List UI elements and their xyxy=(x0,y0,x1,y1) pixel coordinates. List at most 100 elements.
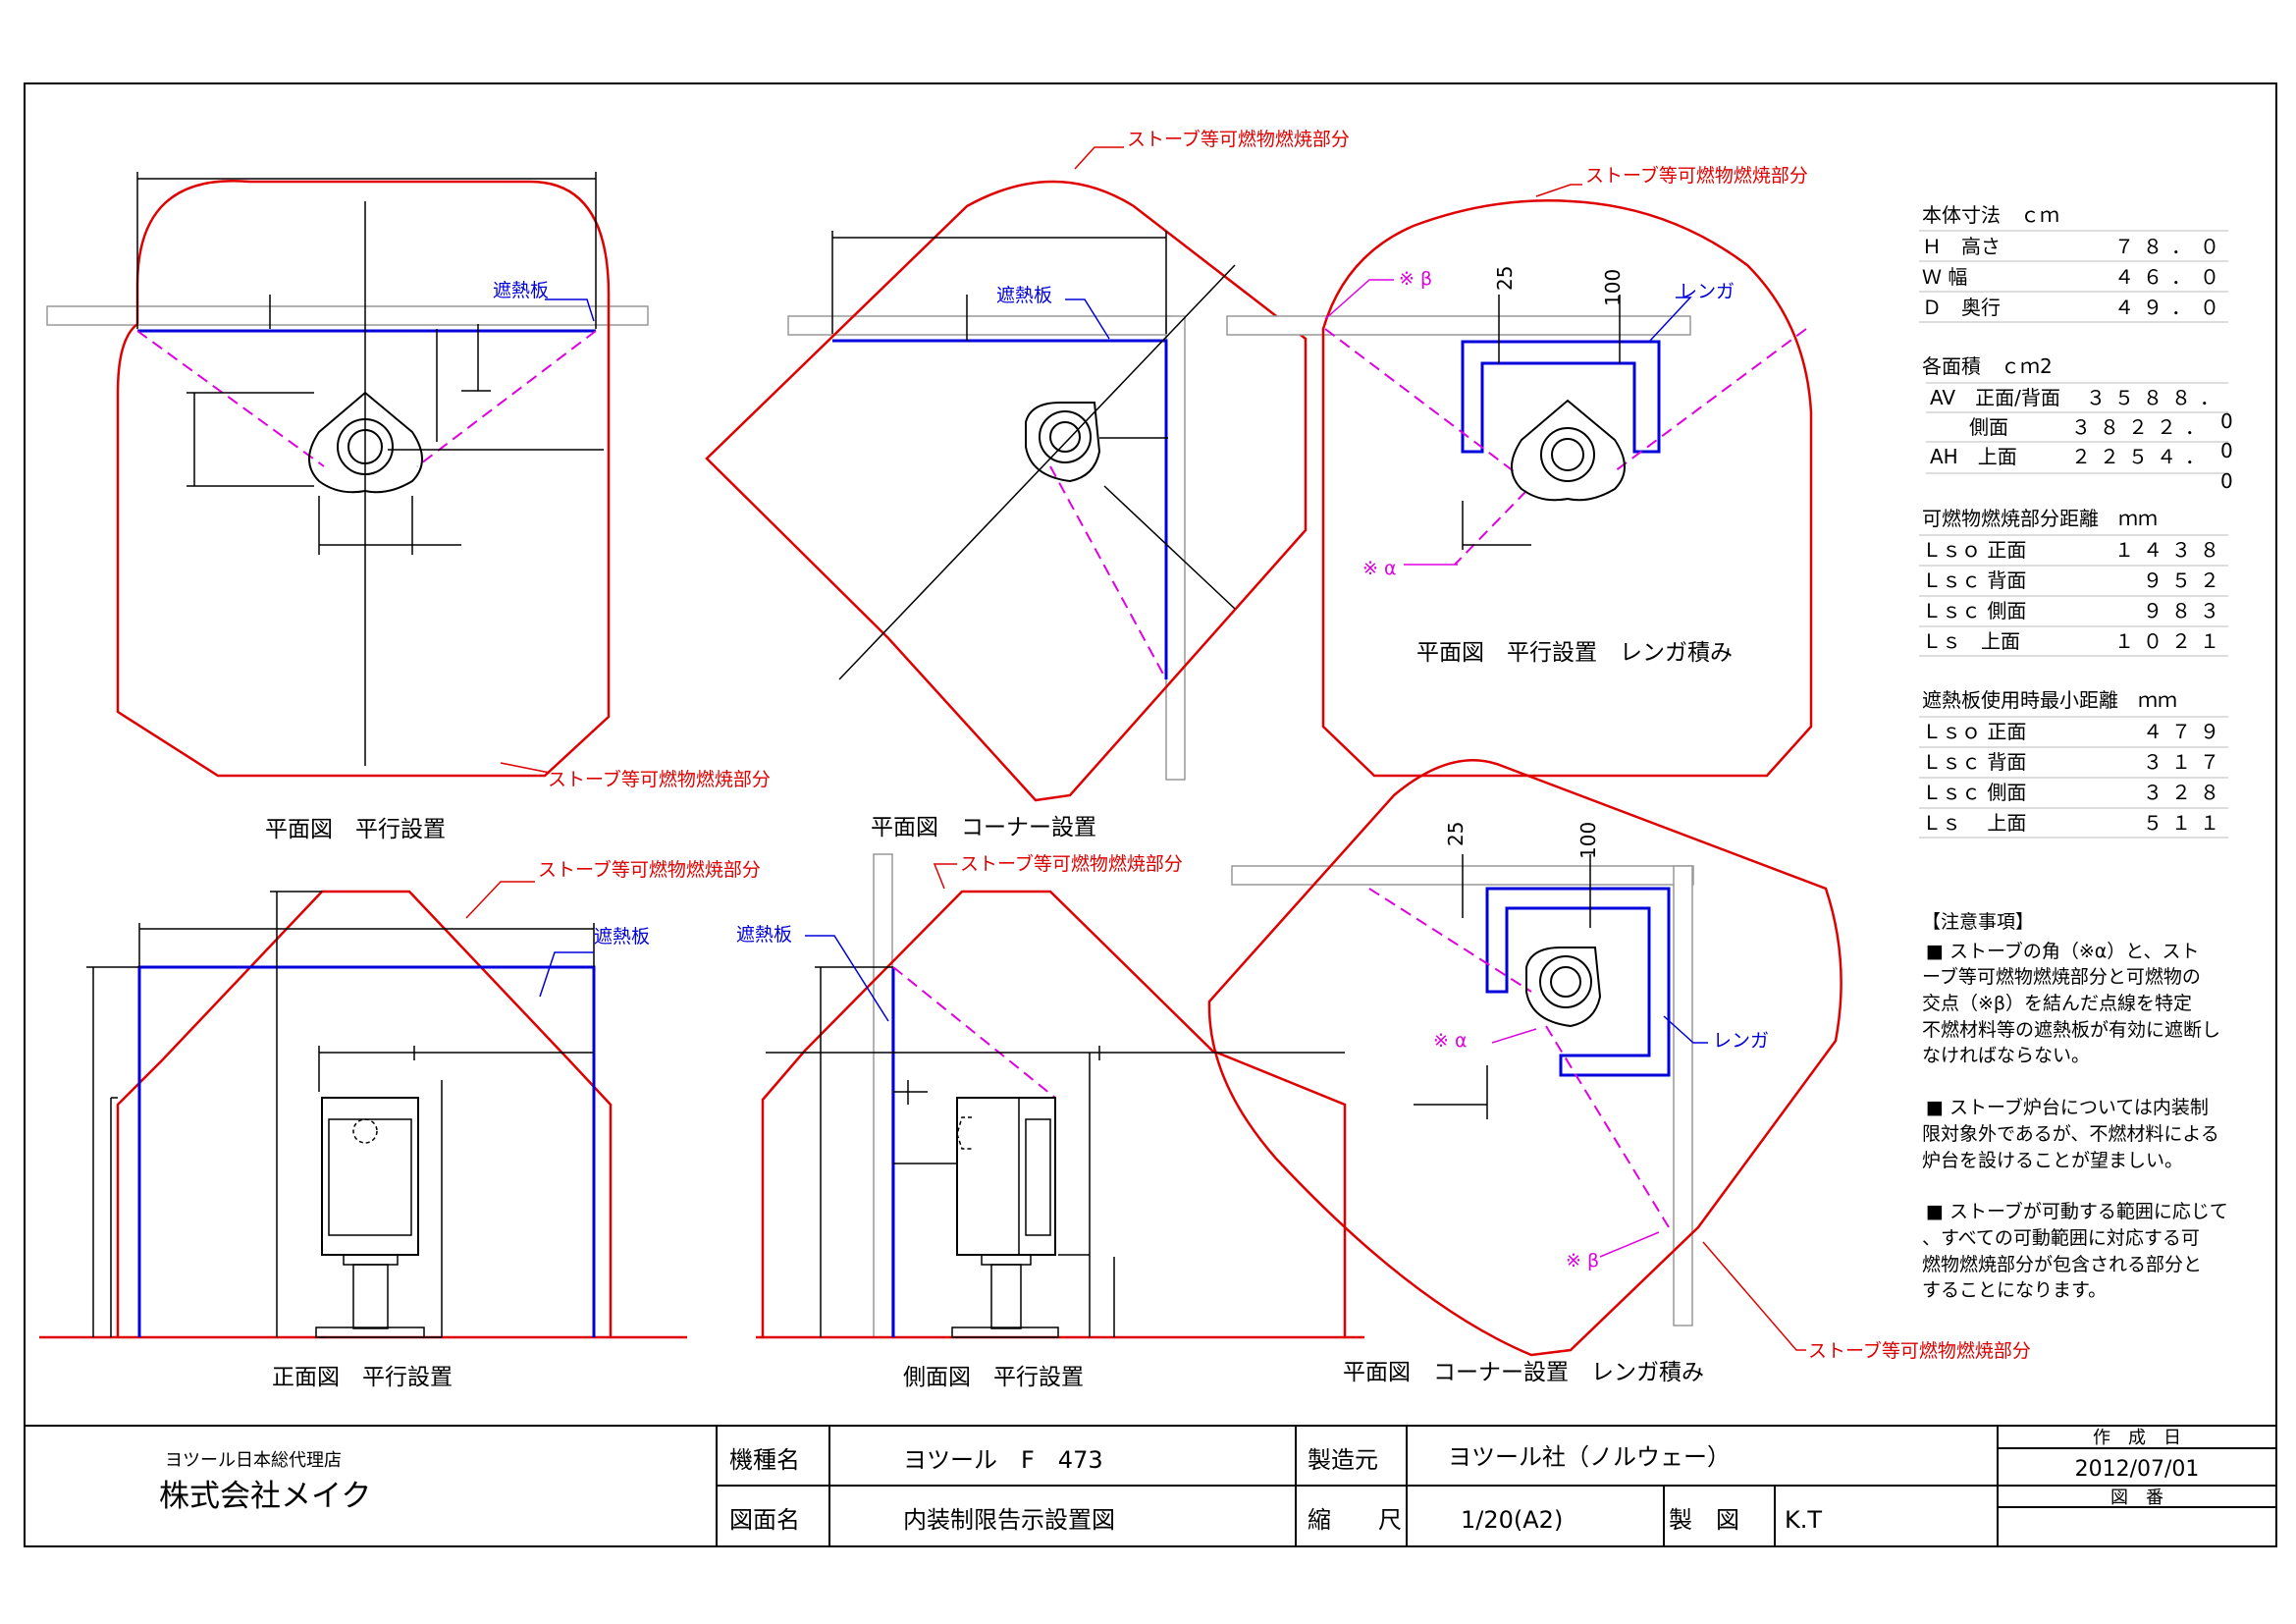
spec-row-label: AV 正面/背面 xyxy=(1930,386,2060,409)
combustible-label: ストーブ等可燃物燃焼部分 xyxy=(960,852,1183,875)
spec-row-value: ４６．０ xyxy=(2114,265,2228,289)
shield-label: 遮熱板 xyxy=(736,924,792,946)
caption-plan-parallel: 平面図 平行設置 xyxy=(265,817,446,842)
alpha-label: ※ α xyxy=(1362,558,1396,579)
dim-100: 100 xyxy=(1576,822,1600,859)
combustible-zone xyxy=(705,180,1308,802)
spec-row-value: ３８２２． xyxy=(2071,415,2214,439)
sheet-border xyxy=(24,82,2277,1547)
spec-shield-min: 遮熱板使用時最小距離 ｍｍ Ｌｓｏ 正面 ４７９ Ｌｓｃ 背面 ３１７ Ｌｓｃ … xyxy=(1922,688,2228,835)
spec-row-value: ３１７ xyxy=(2143,750,2228,774)
beta-label: ※ β xyxy=(1566,1250,1599,1272)
combustible-label: ストーブ等可燃物燃焼部分 xyxy=(1808,1339,2031,1362)
spec-row-label: AH 上面 xyxy=(1930,445,2017,468)
wall xyxy=(1226,315,1691,336)
spec-tail-zero: 0 xyxy=(2220,469,2233,493)
combustible-label: ストーブ等可燃物燃焼部分 xyxy=(538,858,761,881)
combustible-zone xyxy=(116,179,611,778)
shield-label: 遮熱板 xyxy=(996,285,1052,306)
brick-label: レンガ xyxy=(1713,1030,1769,1052)
combustible-zone xyxy=(1321,199,1813,778)
note-line: 不燃材料等の遮熱板が有効に遮断し xyxy=(1922,1019,2220,1041)
spec-row-value: ３５８８． xyxy=(2086,386,2228,409)
note-line: ーブ等可燃物燃焼部分と可燃物の xyxy=(1922,965,2201,988)
view-plan-corner-brick: 25 100 ストーブ等可燃物燃焼部分 レンガ ※ α ※ β 平面図 コーナー… xyxy=(1207,759,2031,1385)
stove-box xyxy=(321,1097,419,1256)
view-plan-corner: ストーブ等可燃物燃焼部分 遮熱板 平面図 コーナー設置 xyxy=(705,128,1350,840)
view-plan-parallel-brick: 25 100 ストーブ等可燃物燃焼部分 レンガ ※ β ※ α 平面図 平行設置… xyxy=(1226,164,1813,778)
view-front-parallel: ストーブ等可燃物燃焼部分 遮熱板 正面図 平行設置 xyxy=(39,858,761,1390)
spec-row-value: １０２１ xyxy=(2114,629,2228,653)
spec-row-label: Ｌｓｏ 正面 xyxy=(1922,538,2026,562)
note-line: ■ ストーブが可動する範囲に応じて xyxy=(1926,1200,2228,1222)
combustible-label: ストーブ等可燃物燃焼部分 xyxy=(548,768,771,790)
note-line: 炉台を設けることが望ましい。 xyxy=(1922,1150,2183,1171)
drawing-no-label: 図 番 xyxy=(2110,1488,2163,1508)
spec-tail-zero: 0 xyxy=(2220,439,2233,462)
spec-row-value: ９８３ xyxy=(2143,599,2228,623)
alpha-beta-line-l xyxy=(136,330,325,467)
beta-label: ※ β xyxy=(1399,268,1432,290)
stove-body xyxy=(1025,402,1101,483)
notes-title: 【注意事項】 xyxy=(1922,911,2034,933)
combustible-label: ストーブ等可燃物燃焼部分 xyxy=(1585,164,1808,187)
spec-row-label: Ｌｓ 上面 xyxy=(1922,629,2020,653)
spec-area-title: 各面積 ｃｍ2 xyxy=(1922,354,2053,378)
note-line: 限対象外であるが、不燃材料による xyxy=(1922,1123,2219,1145)
spec-row-label: Ｄ 奥行 xyxy=(1922,296,2001,319)
alpha-beta-line-r xyxy=(416,330,597,467)
maker-value: ヨツール社（ノルウェー） xyxy=(1448,1443,1731,1471)
date-label: 作 成 日 xyxy=(2093,1428,2181,1448)
spec-tail-zero: 0 xyxy=(2220,409,2233,433)
caption-front-parallel: 正面図 平行設置 xyxy=(272,1365,453,1390)
title-block xyxy=(25,1425,2276,1546)
stove-box xyxy=(956,1097,1056,1256)
note-line: 燃物燃焼部分が包含される部分と xyxy=(1922,1254,2202,1275)
spec-row-label: Ｌｓｏ 正面 xyxy=(1922,720,2026,743)
spec-area: 各面積 ｃｍ2 AV 正面/背面 ３５８８． 側面 ３８２２． AH 上面 ２２… xyxy=(1922,354,2233,493)
view-plan-parallel: ストーブ等可燃物燃焼部分 遮熱板 平面図 平行設置 xyxy=(46,172,771,842)
dim-100: 100 xyxy=(1601,269,1625,306)
spec-shield-title: 遮熱板使用時最小距離 ｍｍ xyxy=(1922,688,2177,712)
stove-body xyxy=(1525,947,1602,1028)
stove-body xyxy=(1511,399,1626,502)
wall-v xyxy=(1673,865,1693,1326)
spec-row-label: Ｌｓｃ 背面 xyxy=(1922,750,2026,774)
caption-plan-parallel-brick: 平面図 平行設置 レンガ積み xyxy=(1416,640,1733,666)
spec-row-label: Ｌｓｃ 側面 xyxy=(1922,781,2026,804)
spec-body-title: 本体寸法 ｃｍ xyxy=(1922,203,2059,227)
maker-label: 製造元 xyxy=(1308,1446,1378,1474)
scale-value: 1/20(A2) xyxy=(1461,1506,1563,1534)
spec-row-label: Ｗ 幅 xyxy=(1922,265,1967,289)
spec-distance: 可燃物燃焼部分距離 ｍｍ Ｌｓｏ 正面 １４３８ Ｌｓｃ 背面 ９５２ Ｌｓｃ … xyxy=(1922,507,2228,653)
spec-row-value: ９５２ xyxy=(2143,568,2228,592)
spec-row-value: ７８．０ xyxy=(2114,235,2228,258)
agent-name: 株式会社メイク xyxy=(159,1479,371,1514)
note-line: ■ ストーブ炉台については内装制 xyxy=(1926,1096,2209,1118)
drawing-name-value: 内装制限告示設置図 xyxy=(903,1506,1115,1534)
brick-label: レンガ xyxy=(1679,281,1735,302)
scale-label: 縮 尺 xyxy=(1308,1506,1402,1534)
spec-distance-title: 可燃物燃焼部分距離 ｍｍ xyxy=(1922,507,2158,530)
spec-row-value: ３２８ xyxy=(2143,781,2228,804)
drawn-by-label: 製 図 xyxy=(1669,1506,1739,1534)
caption-plan-corner-brick: 平面図 コーナー設置 レンガ積み xyxy=(1343,1360,1704,1385)
drawing-name-label: 図面名 xyxy=(729,1506,800,1534)
notes: 【注意事項】 ■ ストーブの角（※α）と、スト ーブ等可燃物燃焼部分と可燃物の … xyxy=(1922,911,2228,1301)
spec-row-value: １４３８ xyxy=(2114,538,2228,562)
wall xyxy=(873,853,893,1338)
model-label: 機種名 xyxy=(729,1446,800,1474)
drawn-by-value: K.T xyxy=(1785,1506,1822,1534)
note-line: なければならない。 xyxy=(1922,1045,2090,1066)
dim-25: 25 xyxy=(1444,822,1468,846)
wall xyxy=(46,305,649,326)
spec-row-value: ４９．０ xyxy=(2114,296,2228,319)
note-line: 、すべての可動範囲に対応する可 xyxy=(1922,1227,2200,1249)
shield-label: 遮熱板 xyxy=(594,926,650,947)
view-side-parallel: ストーブ等可燃物燃焼部分 遮熱板 側面図 平行設置 xyxy=(736,852,1364,1390)
spec-row-value: ２２５４． xyxy=(2071,445,2214,468)
combustible-zone xyxy=(1207,759,1842,1357)
agent-subtitle: ヨツール日本総代理店 xyxy=(165,1450,342,1471)
note-line: することになります。 xyxy=(1922,1279,2107,1301)
